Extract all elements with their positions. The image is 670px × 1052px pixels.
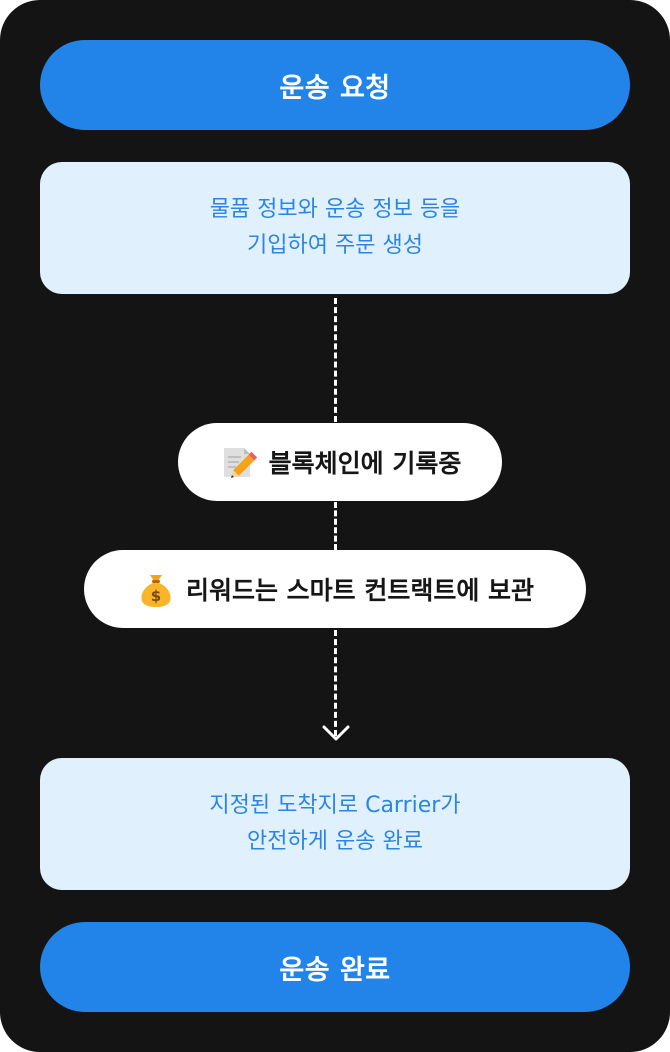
connector-line-2: [334, 502, 337, 550]
reward-escrow-label: 리워드는 스마트 컨트랙트에 보관: [185, 576, 535, 605]
order-creation-line-1: 물품 정보와 운송 정보 등을: [209, 197, 461, 222]
arrow-down-icon: [322, 725, 350, 741]
order-creation-box: 물품 정보와 운송 정보 등을 기입하여 주문 생성: [40, 162, 630, 294]
blockchain-recording-chip: 블록체인에 기록중: [178, 423, 502, 501]
delivery-line-1: 지정된 도착지로 Carrier가: [209, 793, 461, 818]
order-creation-line-2: 기입하여 주문 생성: [247, 233, 423, 258]
blockchain-recording-label: 블록체인에 기록중: [268, 449, 462, 478]
memo-pencil-icon: [223, 448, 257, 479]
delivery-line-2: 안전하게 운송 완료: [247, 829, 423, 854]
shipping-request-button[interactable]: 운송 요청: [40, 40, 630, 130]
shipping-complete-button[interactable]: 운송 완료: [40, 922, 630, 1012]
money-bag-icon: $: [141, 575, 171, 607]
svg-text:$: $: [151, 587, 161, 605]
connector-line-3: [334, 630, 337, 736]
delivery-complete-box: 지정된 도착지로 Carrier가 안전하게 운송 완료: [40, 758, 630, 890]
reward-escrow-chip: $ 리워드는 스마트 컨트랙트에 보관: [84, 550, 586, 628]
connector-line-1: [334, 298, 337, 422]
